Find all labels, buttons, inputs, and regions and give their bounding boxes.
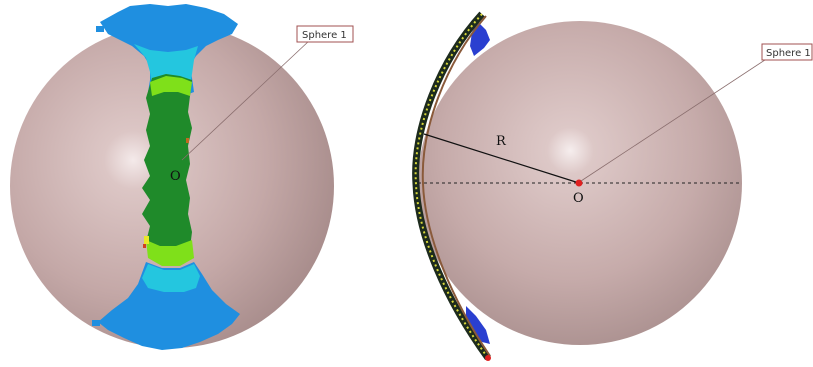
left-neck-lime-edge-bottom [146,240,194,266]
left-view: O Sphere 1 [10,4,354,350]
left-neck-red-fleck [143,244,146,248]
left-neck-lime-edge-top [150,76,192,96]
right-center-point [575,179,583,187]
right-callout-label: Sphere 1 [766,48,811,59]
left-bottom-pixel-edge [92,320,100,326]
left-neck-red-fleck-2 [186,138,189,143]
right-profile-curve-highlight [414,13,489,359]
left-bottom-cyan-band [142,264,200,292]
right-profile-curve-brown [421,15,491,357]
left-neck-yellow-fleck [144,236,149,244]
right-profile-blue-bottom [466,306,490,344]
left-callout-leader [181,39,311,161]
right-callout: Sphere 1 [761,43,813,61]
left-bottom-deviation-map [98,262,240,350]
left-neck-deviation-map [142,74,194,262]
left-callout: Sphere 1 [296,25,354,43]
left-callout-label: Sphere 1 [302,30,347,41]
left-top-pixel-edge [96,26,104,32]
left-center-label: O [170,169,181,184]
right-center-label: O [573,191,584,206]
right-radius-label: R [496,134,507,149]
left-top-deviation-map [100,4,238,98]
right-view: R O Sphere 1 [412,11,813,361]
right-profile-end-dot [485,355,491,361]
right-radius-line [423,133,580,184]
right-callout-leader [580,57,769,182]
left-callout-box [296,25,354,43]
right-callout-box [761,43,813,61]
